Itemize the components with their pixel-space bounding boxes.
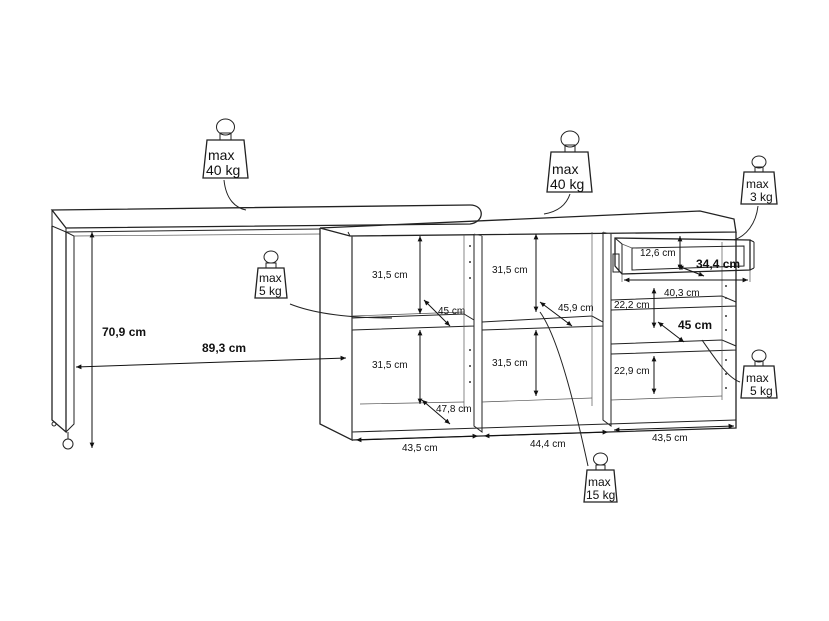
svg-text:5 kg: 5 kg bbox=[750, 384, 773, 398]
shelf-depth-top-middle-label: 45,9 cm bbox=[558, 303, 594, 314]
weight-icon-drawer: max 3 kg bbox=[733, 155, 778, 241]
shelf-height-bottom-left-label: 31,5 cm bbox=[372, 360, 408, 371]
cabinet bbox=[319, 210, 737, 442]
drawer-depth-label: 34,4 cm bbox=[696, 257, 740, 271]
svg-text:max: max bbox=[746, 371, 769, 385]
width-middle-label: 44,4 cm bbox=[530, 439, 566, 450]
shelf-depth-bottom-left-label: 47,8 cm bbox=[436, 404, 472, 415]
shelf-pin-holes bbox=[469, 245, 727, 389]
table-length-label: 89,3 cm bbox=[202, 341, 246, 355]
weight-icon-left-shelf: max 5 kg bbox=[254, 250, 393, 319]
drawer-width-label: 40,3 cm bbox=[664, 288, 700, 299]
drawer-height-label: 12,6 cm bbox=[640, 248, 676, 259]
shelf-height-top-left-label: 31,5 cm bbox=[372, 270, 408, 281]
right-shelf-height-top-label: 22,2 cm bbox=[614, 300, 650, 311]
shelf-depth-top-left-label: 45 cm bbox=[438, 306, 465, 317]
svg-text:40 kg: 40 kg bbox=[550, 176, 584, 192]
weight-icon-cabinet-top: max 40 kg bbox=[543, 130, 593, 215]
svg-text:max: max bbox=[552, 161, 578, 177]
svg-text:3 kg: 3 kg bbox=[750, 190, 773, 204]
table-height-label: 70,9 cm bbox=[102, 325, 146, 339]
weight-icon-middle-shelf: max 15 kg bbox=[539, 311, 618, 503]
svg-text:max: max bbox=[588, 475, 611, 489]
svg-text:15 kg: 15 kg bbox=[586, 488, 615, 502]
desk-extension bbox=[50, 204, 482, 450]
right-shelf-height-bottom-label: 22,9 cm bbox=[614, 366, 650, 377]
width-right-label: 43,5 cm bbox=[652, 433, 688, 444]
weight-icon-right-shelf: max 5 kg bbox=[701, 339, 778, 399]
svg-text:5 kg: 5 kg bbox=[259, 284, 282, 298]
right-shelf-depth-label: 45 cm bbox=[678, 318, 712, 332]
dimension-labels: 70,9 cm 89,3 cm 31,5 cm 31,5 cm 45 cm 47… bbox=[102, 248, 740, 454]
svg-text:max: max bbox=[259, 271, 282, 285]
svg-text:max: max bbox=[208, 147, 234, 163]
svg-text:40 kg: 40 kg bbox=[206, 162, 240, 178]
width-left-label: 43,5 cm bbox=[402, 443, 438, 454]
shelf-height-top-middle-label: 31,5 cm bbox=[492, 265, 528, 276]
shelf-height-bottom-middle-label: 31,5 cm bbox=[492, 358, 528, 369]
dimension-arrows bbox=[75, 232, 748, 448]
svg-text:max: max bbox=[746, 177, 769, 191]
weight-icon-tabletop: max 40 kg bbox=[202, 118, 249, 211]
